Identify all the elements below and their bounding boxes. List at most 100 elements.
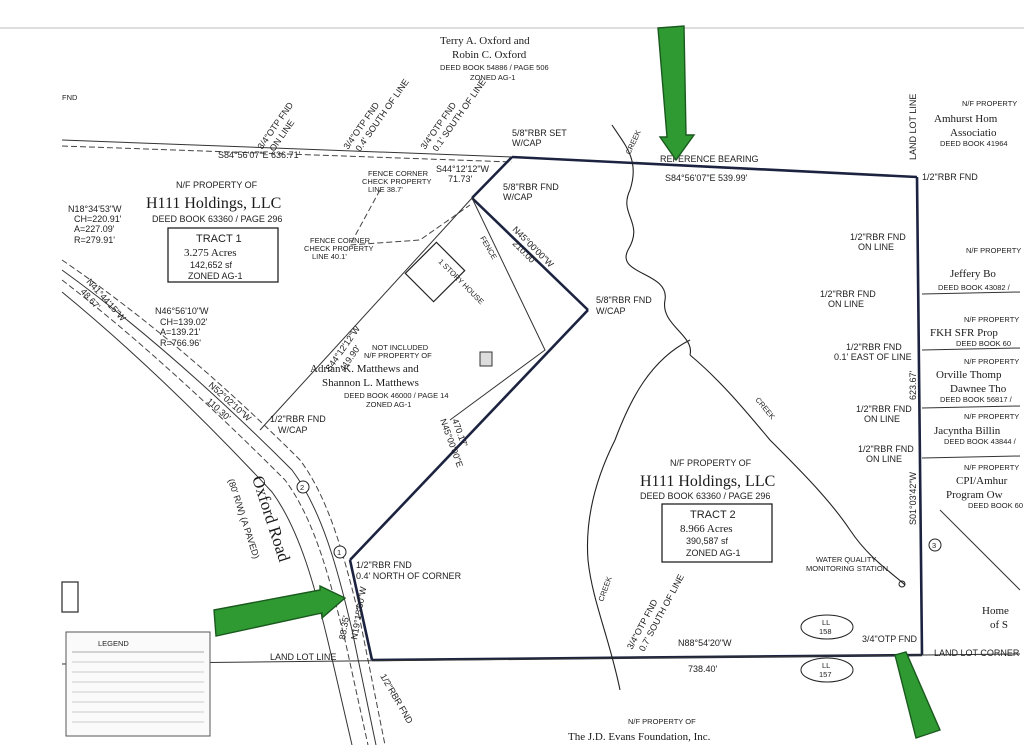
dist-south: 738.40' (688, 664, 718, 674)
owner-fkh: N/F PROPERTY FKH SFR Prop DEED BOOK 60 (930, 315, 1019, 348)
north-line-west (61, 139, 513, 158)
map-frame-fragment (61, 581, 79, 613)
dist-east-line: 623.67' (908, 370, 918, 400)
svg-text:N18°34'53"W: N18°34'53"W (68, 204, 122, 214)
rbr-fnd-east-4b: ON LINE (864, 414, 900, 424)
otp-se-corner: 3/4"OTP FND (862, 634, 918, 644)
owner-h111-left: N/F PROPERTY OF H111 Holdings, LLC DEED … (146, 180, 282, 224)
rbr-fnd-east-1: 1/2"RBR FND (850, 232, 906, 242)
svg-text:DEED BOOK 60: DEED BOOK 60 (956, 339, 1011, 348)
svg-text:158: 158 (819, 627, 832, 636)
creek-mid-label: CREEK (753, 396, 777, 422)
svg-text:CH=220.91': CH=220.91' (74, 214, 122, 224)
top-owner-zoned: ZONED AG-1 (470, 73, 515, 82)
top-left-fnd-label: FND (62, 93, 78, 102)
reference-bearing-label: REFERENCE BEARING (660, 154, 759, 164)
node-1: 1 (333, 545, 347, 559)
svg-text:DEED BOOK 43844 /: DEED BOOK 43844 / (944, 437, 1017, 446)
otp-marker-3: 3/4"OTP FND 0.1' SOUTH OF LINE (418, 77, 487, 153)
rbr-fnd-ne-corner: 1/2"RBR FND (922, 172, 978, 182)
bearing-north-west: S84°56'07"E 636.71' (218, 150, 301, 160)
north-line-west-dash (61, 145, 513, 163)
rbr-fnd-cap-2b: W/CAP (596, 306, 626, 316)
land-lot-line (61, 653, 1021, 665)
svg-text:A=139.21': A=139.21' (160, 327, 201, 337)
svg-text:DEED BOOK 41964: DEED BOOK 41964 (940, 139, 1008, 148)
curve-2: N46°56'10"W CH=139.02' A=139.21' R=766.9… (155, 306, 209, 348)
svg-text:Orville Thomp: Orville Thomp (936, 369, 1002, 381)
water-quality-station: WATER QUALITY MONITORING STATION (806, 555, 906, 588)
svg-text:H111 Holdings, LLC: H111 Holdings, LLC (146, 195, 281, 212)
land-lot-line-left: LAND LOT LINE (270, 652, 336, 662)
svg-text:3.275 Acres: 3.275 Acres (184, 247, 237, 259)
svg-text:FENCE CORNER: FENCE CORNER (368, 169, 429, 178)
svg-text:8.966 Acres: 8.966 Acres (680, 523, 733, 535)
rbr-fnd-east-2: 1/2"RBR FND (820, 289, 876, 299)
direction-arrow-icon (657, 25, 696, 162)
svg-text:FKH SFR Prop: FKH SFR Prop (930, 327, 998, 339)
svg-text:ZONED AG-1: ZONED AG-1 (366, 400, 411, 409)
svg-text:390,587 sf: 390,587 sf (686, 536, 729, 546)
rbr-set-cap: W/CAP (512, 138, 542, 148)
rbr-fnd-cap-2: 5/8"RBR FND (596, 295, 652, 305)
svg-text:DEED BOOK 63360 / PAGE 296: DEED BOOK 63360 / PAGE 296 (640, 491, 770, 501)
house-footprint: 1 STORY HOUSE (404, 241, 486, 306)
svg-text:N46°56'10"W: N46°56'10"W (155, 306, 209, 316)
bearing-s44-short: S44°12'12"W (436, 164, 490, 174)
legend-fragment: LEGEND (65, 631, 211, 737)
curve-1: N18°34'53"W CH=220.91' A=227.09' R=279.9… (68, 204, 122, 245)
svg-text:ZONED AG-1: ZONED AG-1 (686, 548, 741, 558)
svg-text:TRACT 1: TRACT 1 (196, 233, 242, 245)
rbr-fnd-cap-1b: W/CAP (503, 192, 533, 202)
dist-road: 88.35' (337, 614, 351, 640)
rbr-fnd-north-corner: 1/2"RBR FND (356, 560, 412, 570)
svg-text:N/F PROPERTY OF: N/F PROPERTY OF (364, 351, 432, 360)
lot-line-5 (939, 509, 1021, 591)
rbr-set-label: 5/8"RBR SET (512, 128, 567, 138)
owner-orville: N/F PROPERTY Orville Thomp Dawnee Tho DE… (936, 357, 1019, 404)
svg-text:MONITORING STATION: MONITORING STATION (806, 564, 888, 573)
rbr-fnd-east-5b: ON LINE (866, 454, 902, 464)
node-2: 2 (296, 480, 310, 494)
svg-text:A=227.09': A=227.09' (74, 224, 115, 234)
svg-text:157: 157 (819, 670, 832, 679)
land-lot-corner: LAND LOT CORNER (934, 648, 1020, 658)
owner-home: Home of S (982, 605, 1009, 631)
svg-text:Dawnee Tho: Dawnee Tho (950, 383, 1007, 395)
svg-text:Amhurst Hom: Amhurst Hom (934, 113, 998, 125)
svg-text:CH=139.02': CH=139.02' (160, 317, 208, 327)
owner-h111-tract2: N/F PROPERTY OF H111 Holdings, LLC DEED … (640, 458, 775, 501)
lot-line-1 (921, 291, 1021, 295)
svg-text:Jacyntha Billin: Jacyntha Billin (934, 425, 1001, 437)
creek-mid (689, 354, 906, 586)
creek-south (586, 339, 691, 691)
creek-north (611, 124, 691, 356)
svg-text:Program Ow: Program Ow (946, 489, 1003, 501)
svg-text:2: 2 (300, 483, 304, 492)
svg-text:H111 Holdings, LLC: H111 Holdings, LLC (640, 473, 775, 490)
svg-text:N/F PROPERTY: N/F PROPERTY (964, 463, 1019, 472)
owner-cpi: N/F PROPERTY CPI/Amhur Program Ow DEED B… (946, 463, 1023, 510)
svg-text:DEED BOOK 43082 /: DEED BOOK 43082 / (938, 283, 1011, 292)
lot-line-4 (921, 455, 1021, 459)
rbr-fnd-east-3: 1/2"RBR FND (846, 342, 902, 352)
bearing-east-line: S01°03'42"W (908, 471, 918, 525)
svg-text:The J.D. Evans Foundation, Inc: The J.D. Evans Foundation, Inc. (568, 731, 711, 743)
top-owner-name-2: Robin C. Oxford (452, 49, 527, 61)
svg-text:N/F PROPERTY: N/F PROPERTY (964, 412, 1019, 421)
subject-boundary (348, 155, 924, 662)
svg-text:Jeffery Bo: Jeffery Bo (950, 268, 996, 280)
rbr-fnd-bottom: 1/2"RBR FND (378, 672, 415, 726)
svg-text:DEED BOOK 56817 /: DEED BOOK 56817 / (940, 395, 1013, 404)
owner-amhurst: N/F PROPERTY Amhurst Hom Associatio DEED… (934, 99, 1017, 148)
land-lot-157: LL 157 (800, 657, 854, 683)
oxford-road (61, 259, 386, 745)
svg-text:Home: Home (982, 605, 1009, 617)
svg-text:LEGEND: LEGEND (98, 639, 129, 648)
svg-text:CHECK PROPERTY: CHECK PROPERTY (362, 177, 431, 186)
rbr-fnd-east-2b: ON LINE (828, 299, 864, 309)
svg-text:LL: LL (822, 618, 830, 627)
rbr-fnd-cap-3b: W/CAP (278, 425, 308, 435)
fence-line (349, 189, 471, 246)
fence-corner-1: FENCE CORNER CHECK PROPERTY LINE 38.7' (362, 169, 431, 194)
